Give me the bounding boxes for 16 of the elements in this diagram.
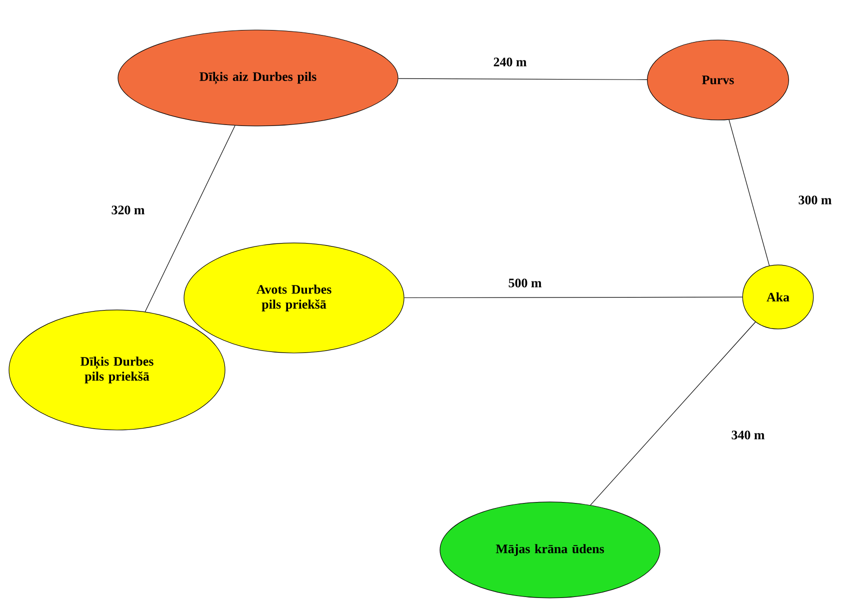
distance-label: 300 m [798, 196, 832, 204]
ellipse-node: Purvs [647, 40, 790, 120]
distance-label: 340 m [732, 430, 764, 440]
connector-line [398, 78, 648, 80]
connector-line [144, 125, 236, 312]
ellipse-node: Dīķis Durbes pils priekšā [8, 310, 226, 430]
ellipse-node: Dīķis aiz Durbes pils [118, 30, 398, 126]
distance-label: 500 m [508, 278, 542, 288]
ellipse-node: Aka [742, 264, 814, 330]
ellipse-node: Avots Durbes pils priekšā [184, 242, 404, 354]
connector-line [590, 322, 756, 506]
connector-line [728, 120, 770, 266]
connector-line [404, 296, 743, 298]
ellipse-node: Mājas krāna ūdens [440, 502, 660, 598]
distance-label: 320 m [112, 206, 144, 214]
distance-label: 240 m [494, 58, 526, 66]
